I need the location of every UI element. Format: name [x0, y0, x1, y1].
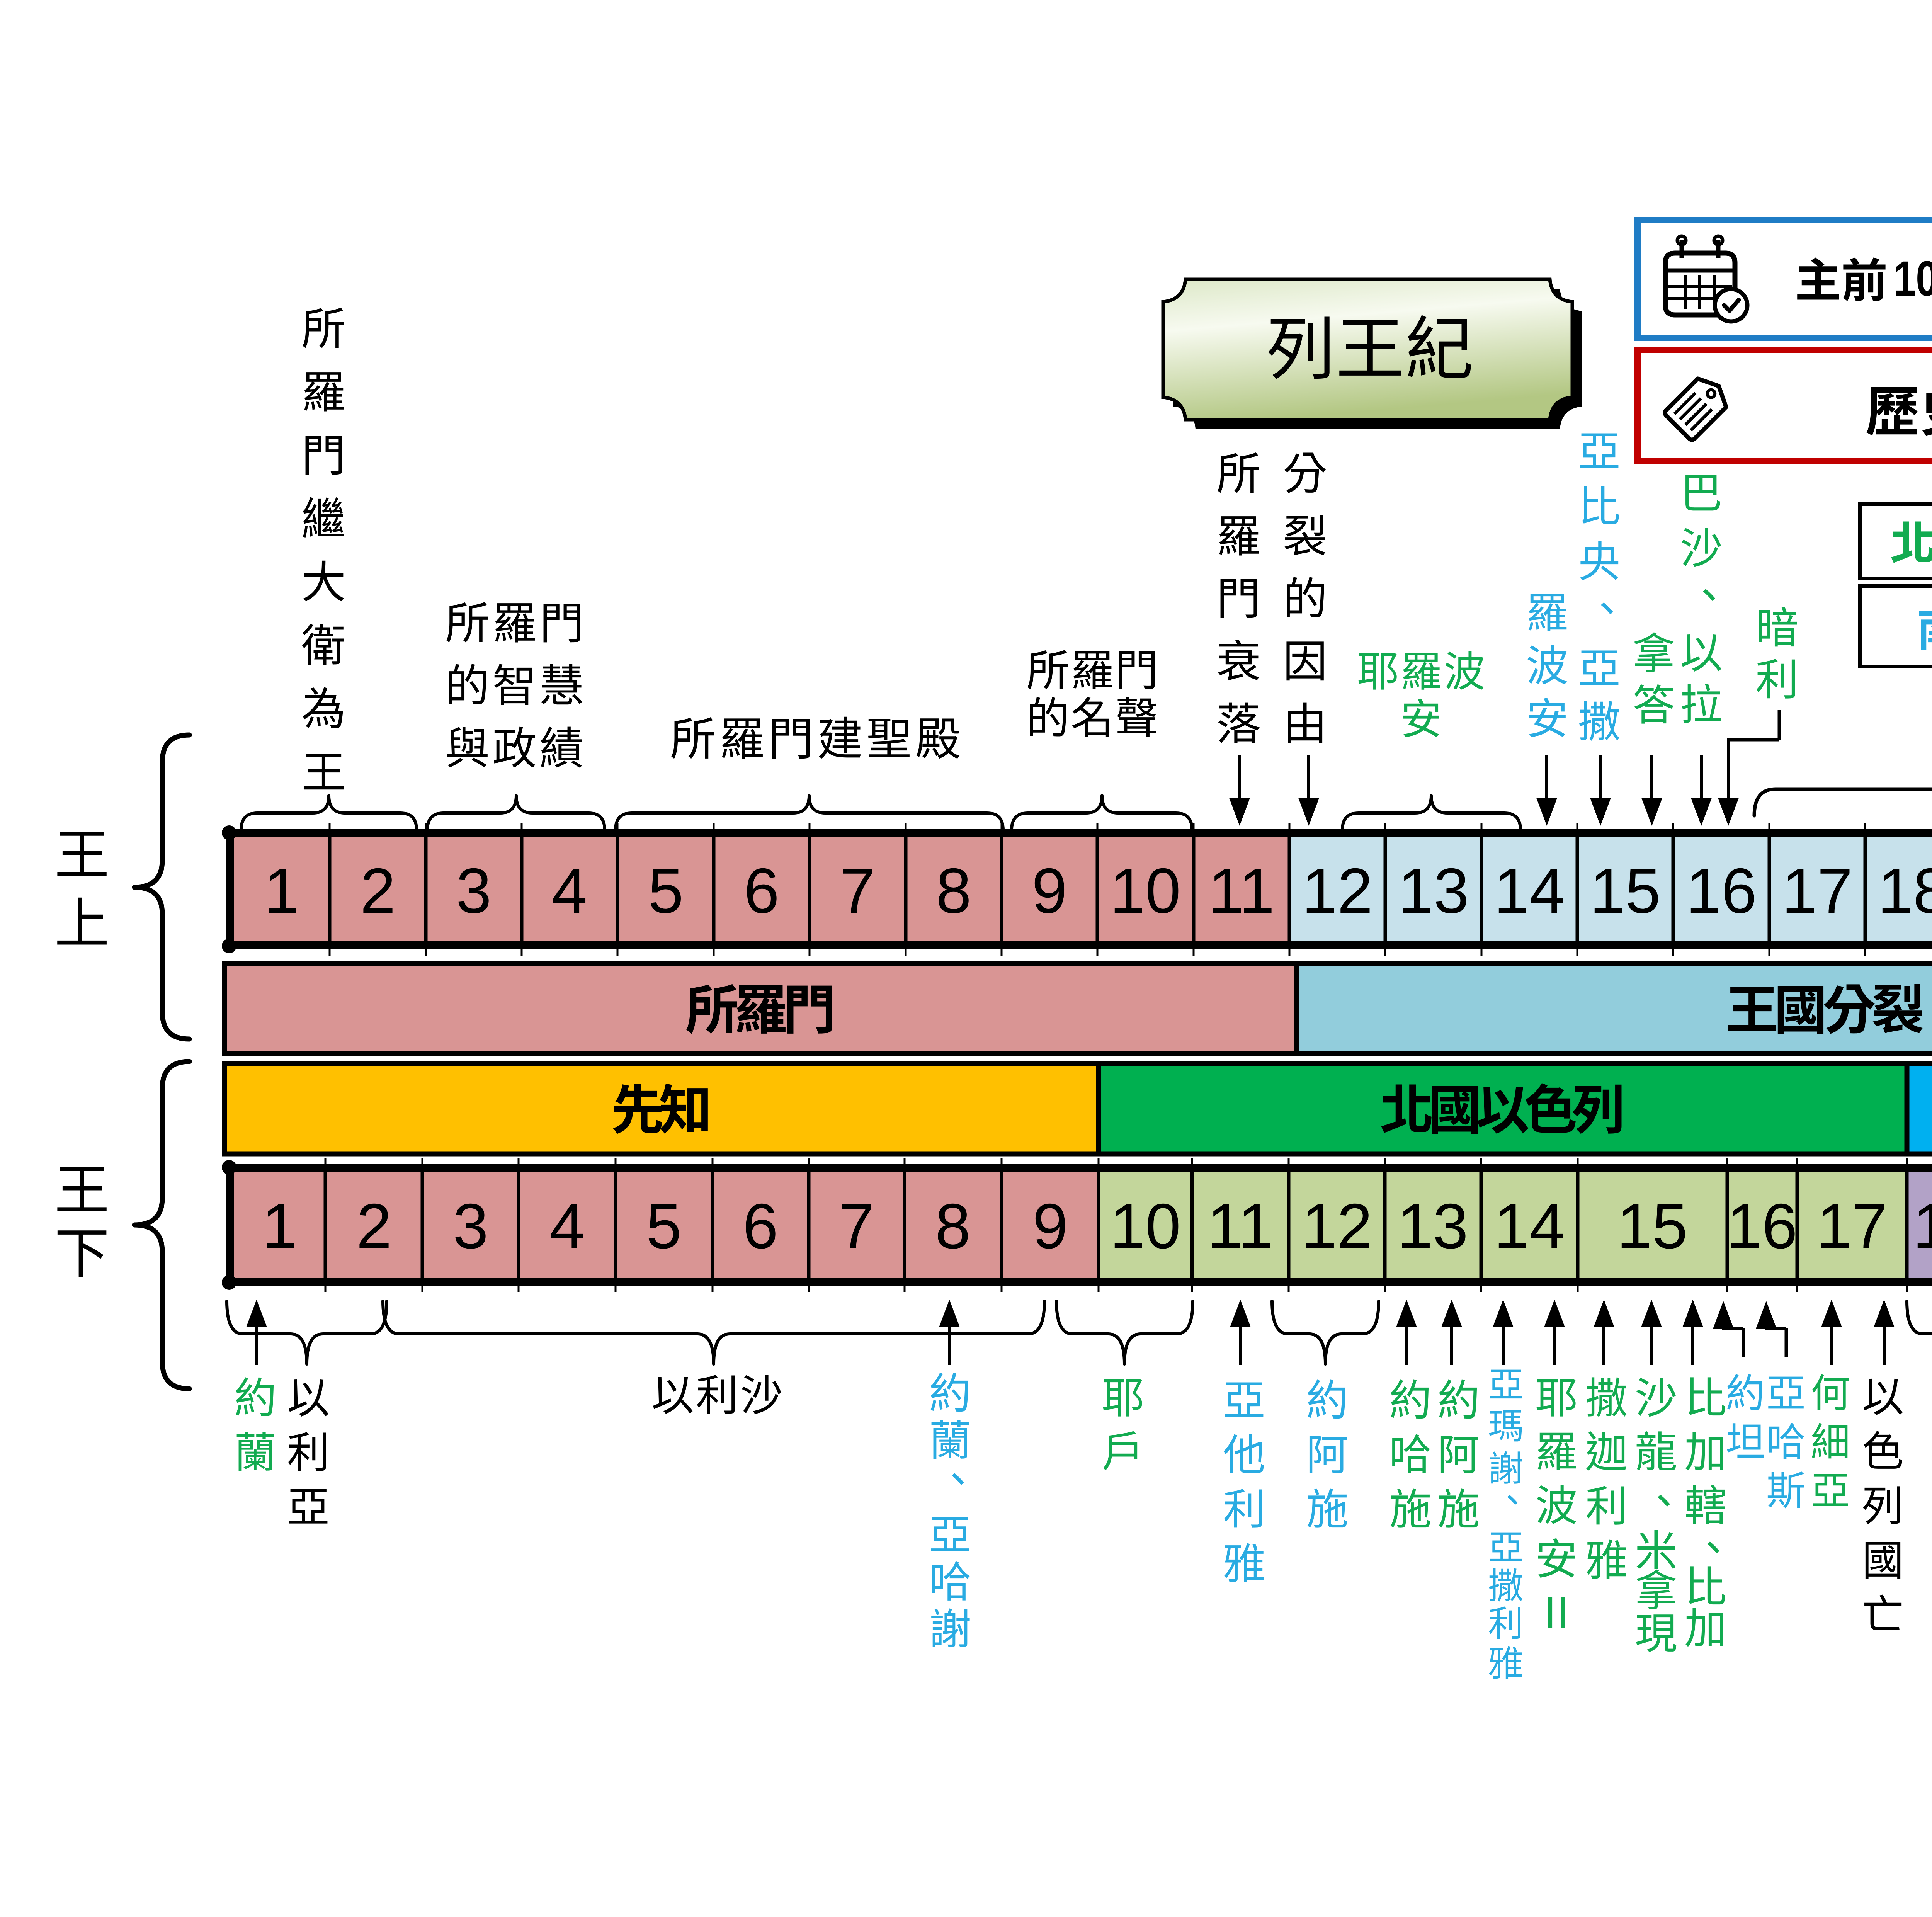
- svg-text:8: 8: [936, 855, 971, 926]
- svg-text:5: 5: [646, 1191, 682, 1262]
- svg-text:2: 2: [360, 855, 396, 926]
- svg-text:7: 7: [839, 1191, 874, 1262]
- svg-text:9: 9: [1032, 855, 1067, 926]
- svg-text:3: 3: [456, 855, 492, 926]
- svg-text:7: 7: [840, 855, 875, 926]
- svg-text:15: 15: [1617, 1191, 1688, 1262]
- svg-text:12: 12: [1301, 1191, 1372, 1262]
- svg-text:3: 3: [453, 1191, 488, 1262]
- svg-text:16: 16: [1726, 1191, 1798, 1262]
- svg-text:1015-587: 1015-587: [1893, 251, 1932, 306]
- svg-text:17: 17: [1782, 855, 1853, 926]
- svg-text:1: 1: [264, 855, 299, 926]
- svg-text:18: 18: [1913, 1191, 1932, 1262]
- svg-text:2: 2: [356, 1191, 392, 1262]
- svg-text:13: 13: [1398, 855, 1469, 926]
- svg-text:11: 11: [1207, 1191, 1273, 1262]
- svg-text:6: 6: [743, 1191, 778, 1262]
- svg-text:13: 13: [1397, 1191, 1468, 1262]
- svg-text:8: 8: [935, 1191, 971, 1262]
- svg-text:14: 14: [1494, 855, 1565, 926]
- svg-text:17: 17: [1816, 1191, 1888, 1262]
- svg-text:4: 4: [549, 1191, 585, 1262]
- svg-text:11: 11: [1208, 855, 1274, 926]
- svg-text:5: 5: [648, 855, 684, 926]
- svg-text:16: 16: [1686, 855, 1757, 926]
- svg-text:9: 9: [1032, 1191, 1068, 1262]
- svg-text:4: 4: [552, 855, 587, 926]
- svg-text:18: 18: [1878, 855, 1932, 926]
- svg-text:10: 10: [1110, 1191, 1181, 1262]
- svg-text:12: 12: [1302, 855, 1373, 926]
- svg-text:10: 10: [1110, 855, 1181, 926]
- svg-text:1: 1: [262, 1191, 298, 1262]
- svg-text:15: 15: [1590, 855, 1661, 926]
- svg-text:14: 14: [1494, 1191, 1565, 1262]
- svg-text:6: 6: [744, 855, 779, 926]
